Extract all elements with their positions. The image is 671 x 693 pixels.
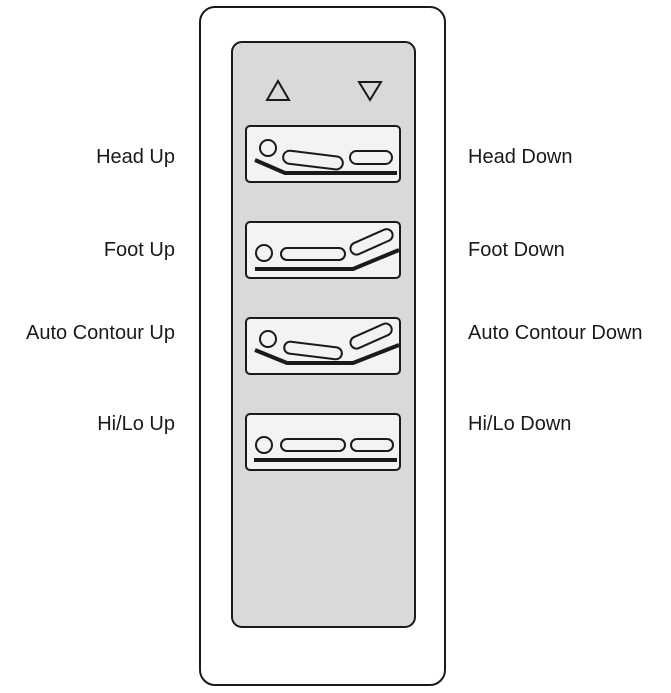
foot-down-label: Foot Down xyxy=(468,239,565,261)
down-triangle-icon xyxy=(357,81,383,102)
auto-contour-up-down-button[interactable] xyxy=(245,317,401,375)
auto-contour-down-label: Auto Contour Down xyxy=(468,322,643,344)
head-up-down-button[interactable] xyxy=(245,125,401,183)
foot-tilt-bed-icon xyxy=(255,228,400,271)
contour-bed-icon xyxy=(254,322,400,365)
up-triangle-icon xyxy=(265,79,291,101)
hilo-up-down-button[interactable] xyxy=(245,413,401,471)
hilo-up-label: Hi/Lo Up xyxy=(97,413,175,435)
head-tilt-bed-icon xyxy=(254,139,397,175)
hilo-down-label: Hi/Lo Down xyxy=(468,413,572,435)
foot-up-label: Foot Up xyxy=(103,239,175,261)
auto-contour-up-label: Auto Contour Up xyxy=(26,322,175,344)
foot-up-down-button[interactable] xyxy=(245,221,401,279)
flat-bed-icon xyxy=(254,436,397,462)
head-up-label: Head Up xyxy=(96,146,175,168)
head-down-label: Head Down xyxy=(468,146,573,168)
